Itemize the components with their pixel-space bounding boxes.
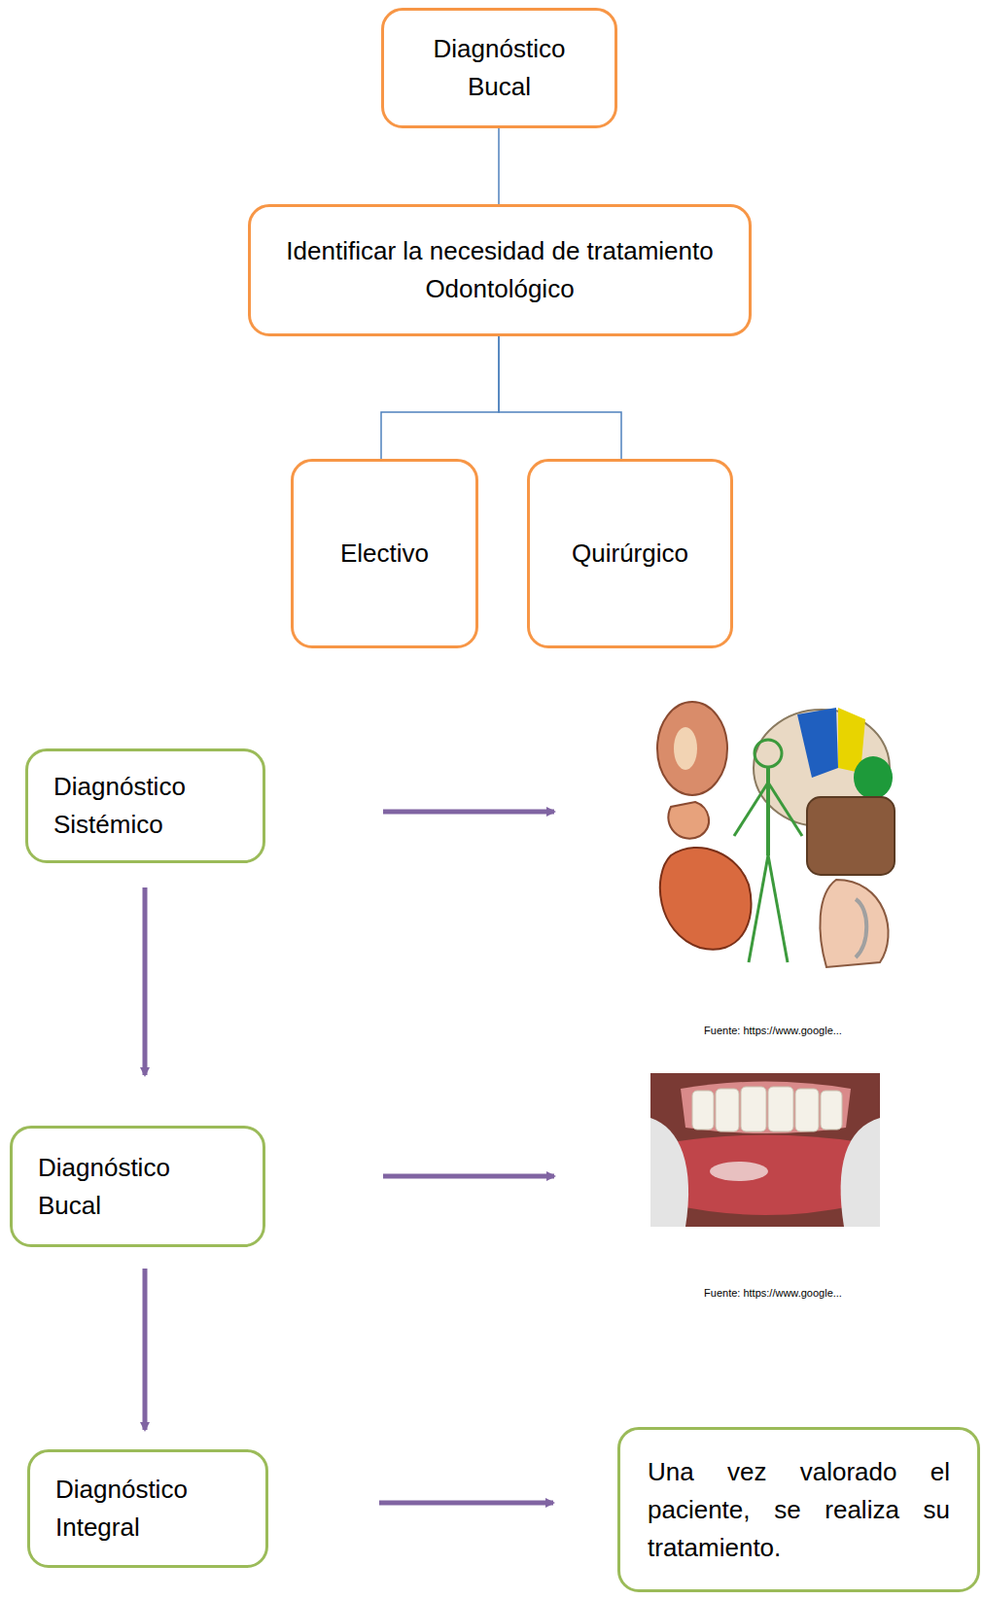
connector-line	[381, 336, 499, 459]
illustration-arrow	[383, 809, 555, 815]
node-text: Diagnóstico Bucal	[37, 1149, 238, 1226]
process-box: Electivo	[290, 458, 479, 649]
process-box: Identificar la necesidad de tratamiento …	[247, 204, 752, 337]
source-label: Fuente: https://www.google...	[703, 1024, 843, 1037]
illustration-arrow	[383, 1174, 555, 1180]
node-text: Diagnóstico Bucal	[399, 30, 599, 106]
process-box: Quirúrgico	[526, 458, 734, 649]
node-text: Diagnóstico Sistémico	[53, 768, 238, 844]
flow-arrow	[142, 1268, 148, 1431]
flow-arrow	[142, 887, 148, 1076]
flow-arrow	[379, 1501, 554, 1507]
source-label: Fuente: https://www.google...	[703, 1287, 843, 1299]
node-text: Diagnóstico Integral	[55, 1471, 241, 1547]
anatomy-illustration	[657, 702, 895, 968]
node-text: Una vez valorado el paciente, se realiza…	[647, 1453, 950, 1568]
process-box: Diagnóstico Bucal	[381, 7, 618, 129]
step-box: Diagnóstico Bucal	[9, 1125, 266, 1248]
node-text: Electivo	[307, 534, 462, 573]
connector-line	[497, 128, 500, 205]
node-text: Identificar la necesidad de tratamiento …	[274, 232, 726, 309]
step-box: Una vez valorado el paciente, se realiza…	[617, 1427, 981, 1593]
connector-line	[498, 336, 622, 459]
node-text: Quirúrgico	[543, 534, 717, 573]
step-box: Diagnóstico Integral	[27, 1449, 269, 1569]
oral-photo	[650, 1073, 880, 1228]
step-box: Diagnóstico Sistémico	[25, 748, 266, 864]
